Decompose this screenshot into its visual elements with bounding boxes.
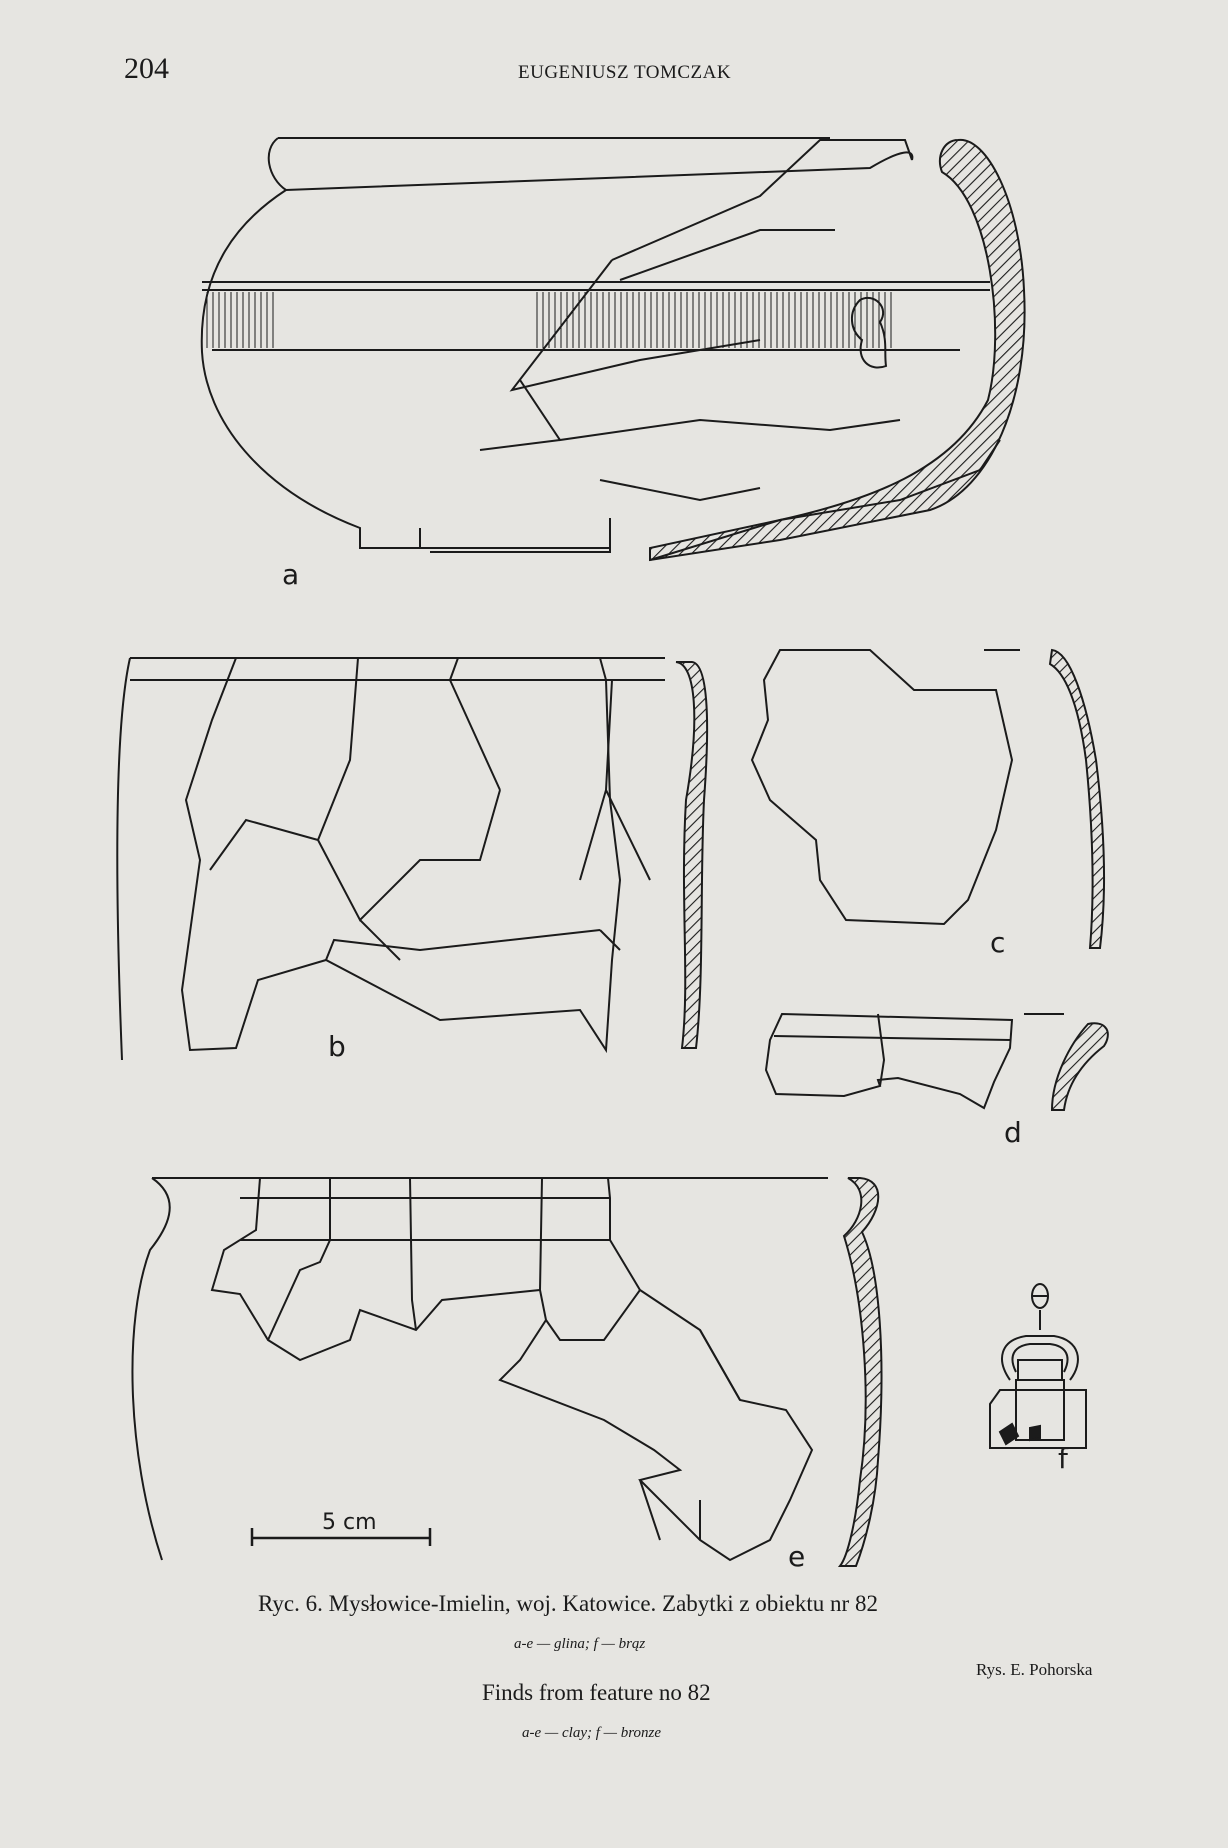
drawing-credit: Rys. E. Pohorska <box>976 1660 1093 1679</box>
vessel-b <box>116 657 709 1061</box>
sherd-c <box>750 648 1106 949</box>
page-number: 204 <box>124 52 169 85</box>
label-e: e <box>788 1540 806 1573</box>
figure-legend-polish: a-e — glina; f — brąz <box>514 1636 646 1652</box>
label-d: d <box>1004 1116 1022 1149</box>
buckle-f <box>989 1283 1087 1449</box>
vessel-e <box>131 1177 883 1567</box>
scale-bar <box>250 1528 432 1546</box>
figure-caption-english: Finds from feature no 82 <box>482 1680 711 1705</box>
scale-bar-label: 5 cm <box>322 1510 377 1535</box>
figure-caption-polish: Ryc. 6. Mysłowice-Imielin, woj. Katowice… <box>258 1591 878 1616</box>
label-a: a <box>282 558 300 591</box>
figure-legend-english: a-e — clay; f — bronze <box>522 1725 661 1741</box>
vessel-a <box>200 137 1026 562</box>
label-f: f <box>1058 1442 1068 1475</box>
label-c: c <box>990 926 1006 959</box>
label-b: b <box>328 1030 346 1063</box>
sherd-d <box>764 1012 1109 1111</box>
running-head: EUGENIUSZ TOMCZAK <box>518 62 732 83</box>
